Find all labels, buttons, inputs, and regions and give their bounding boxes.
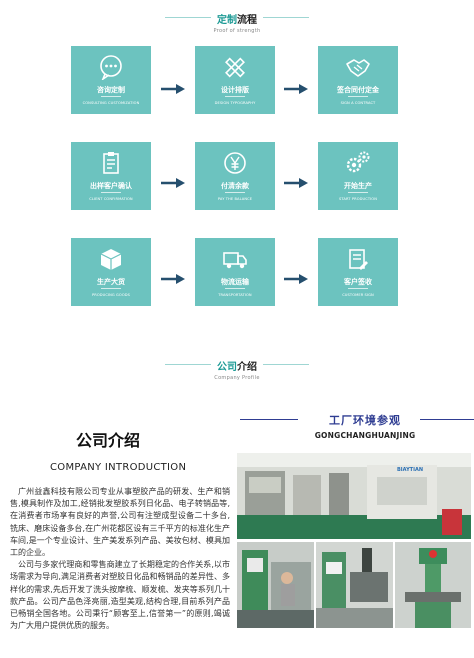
step-card-consulting: 咨询定制 CONSULTING CUSTOMIZATION [71,46,151,114]
step-card-balance: 付清余款 PAY THE BALANCE [195,142,275,210]
intro-paragraph: 广州益鑫科技有限公司专业从事塑胶产品的研发、生产和销售,模具制作及加工,经销批发… [10,487,230,558]
sign-document-icon [349,249,368,270]
workshop-sign: BIAYTIAN [397,467,424,473]
header-line-left [165,17,211,18]
step-label-en: TRANSPORTATION [218,293,252,297]
step-card-contract: 签合同付定金 SIGN A CONTRACT [318,46,398,114]
step-label-en: DESIGN TYPOGRAPHY [214,101,256,105]
gears-icon [346,151,370,173]
step-label: 出样客户确认 [90,182,132,190]
intro-subtitle: COMPANY INTRODUCTION [50,462,187,473]
workshop-photo: BIAYTIAN [237,453,471,539]
profile-title: 公司介绍 [165,358,309,373]
step-label-en: CUSTOMER SIGN [342,293,374,297]
box-icon [100,249,122,270]
profile-header: 公司介绍 Company Profile [0,355,474,381]
workshop-photo [395,542,471,628]
chat-bubble-icon [100,55,122,80]
arrow-right-icon [161,178,185,188]
step-card-confirmation: 出样客户确认 CLIENT CONFIRMATION [71,142,151,210]
pencil-ruler-icon [225,57,245,78]
process-title: 定制流程 [165,11,309,26]
workshop-photo [237,542,314,628]
process-header: 定制流程 Proof of strength [0,8,474,34]
arrow-right-icon [161,274,185,284]
arrow-right-icon [284,178,308,188]
step-card-goods: 生产大货 PRODUCING GOODS [71,238,151,306]
step-label: 客户签收 [344,278,372,286]
step-label: 付清余款 [221,182,249,190]
step-label: 物流运输 [221,278,249,286]
step-label-en: PRODUCING GOODS [91,293,131,297]
step-label-en: SIGN A CONTRACT [340,101,376,105]
step-card-design: 设计排版 DESIGN TYPOGRAPHY [195,46,275,114]
arrow-right-icon [284,274,308,284]
profile-subtitle: Company Profile [214,375,260,381]
step-label: 开始生产 [344,182,372,190]
step-label: 生产大货 [97,278,125,286]
step-label: 设计排版 [221,86,249,94]
step-card-transport: 物流运输 TRANSPORTATION [195,238,275,306]
step-label: 签合同付定金 [337,86,379,94]
clipboard-icon [103,152,119,174]
header-line-right [263,17,309,18]
intro-text: 广州益鑫科技有限公司专业从事塑胶产品的研发、生产和销售,模具制作及加工,经销批发… [10,486,230,632]
workshop-photo [316,542,393,628]
yen-coin-icon [224,152,246,174]
step-label-en: CLIENT CONFIRMATION [89,197,133,201]
intro-paragraph: 公司与多家代理商和零售商建立了长期稳定的合作关系,以市场需求为导向,满足消费者对… [10,560,230,631]
truck-icon [223,252,247,269]
step-card-production: 开始生产 START PRODUCTION [318,142,398,210]
handshake-icon [346,59,370,77]
process-subtitle: Proof of strength [213,28,261,34]
arrow-right-icon [161,84,185,94]
environment-header: 工厂环境参观 GONGCHANGHUANJING [240,412,474,440]
intro-title: 公司介绍 [76,431,141,450]
step-label-en: START PRODUCTION [339,197,377,201]
step-card-customer-sign: 客户签收 CUSTOMER SIGN [318,238,398,306]
step-label: 咨询定制 [97,86,125,94]
environment-title: 工厂环境参观 [329,414,401,427]
environment-subtitle: GONGCHANGHUANJING [314,431,416,440]
step-label-en: CONSULTING CUSTOMIZATION [82,101,140,105]
arrow-right-icon [284,84,308,94]
step-label-en: PAY THE BALANCE [217,197,253,201]
